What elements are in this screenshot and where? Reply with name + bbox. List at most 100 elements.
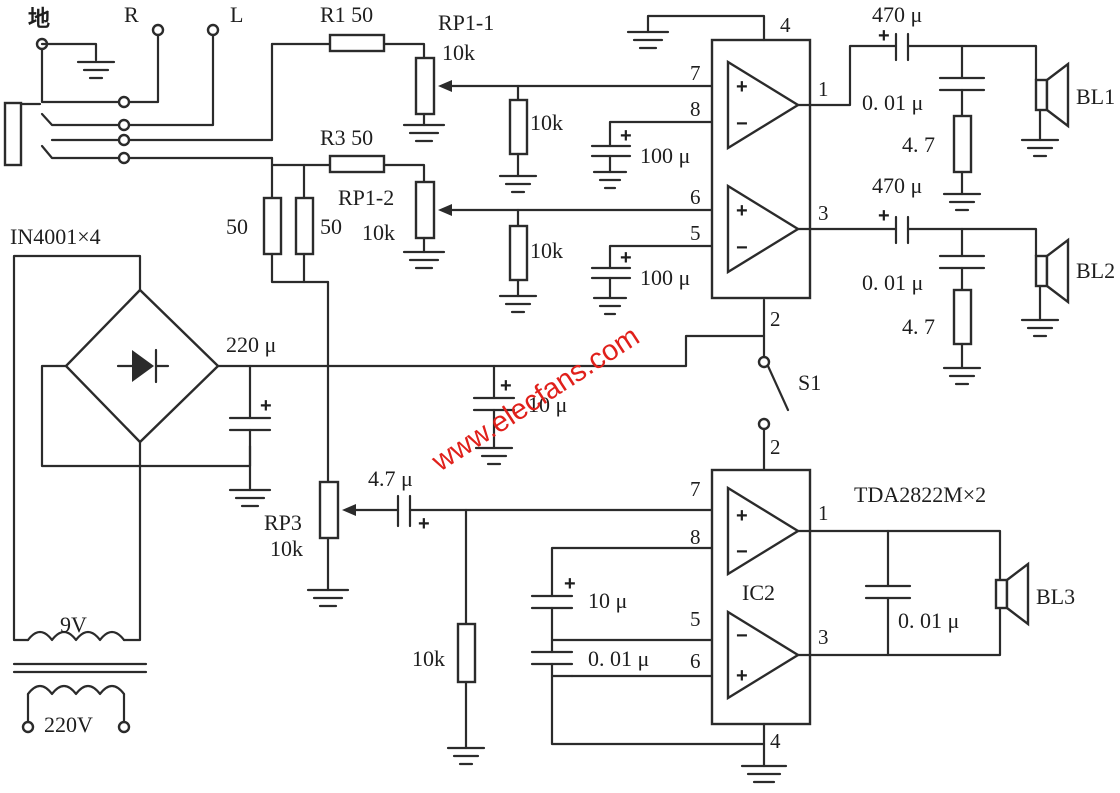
- resistor-50-a: [262, 196, 283, 256]
- ic2-pin-8: 8: [690, 525, 701, 549]
- label-cap-4-7u: 4.7 μ: [368, 466, 413, 491]
- ic2-amplifier: + − − +: [710, 468, 812, 726]
- speaker-bl1: [1034, 61, 1070, 129]
- label-resistor-50-a: 50: [226, 214, 248, 239]
- speaker-bl3: [994, 561, 1030, 627]
- ic2-pin-2: 2: [770, 435, 781, 459]
- label-cap-001-2: 0. 01 μ: [862, 270, 923, 295]
- label-r3: R3 50: [320, 125, 373, 150]
- svg-text:−: −: [736, 113, 748, 135]
- svg-text:−: −: [736, 541, 748, 563]
- label-cap-100u-1: 100 μ: [640, 143, 690, 168]
- jack-terminal-r: [151, 23, 165, 37]
- ic1-pin-7: 7: [690, 61, 701, 85]
- jack-terminal-l: [206, 23, 220, 37]
- label-jack-l: L: [230, 2, 243, 27]
- svg-text:+: +: [736, 76, 748, 98]
- svg-text:+: +: [620, 247, 632, 269]
- resistor-50-b: [294, 196, 315, 256]
- label-rp1-2-value: 10k: [362, 220, 395, 245]
- ic1-pin-1: 1: [818, 77, 829, 101]
- label-rp1-2: RP1-2: [338, 185, 394, 210]
- potentiometer-rp1-2: [414, 180, 436, 240]
- ic1-pin-4: 4: [780, 13, 791, 37]
- label-cap-10u-top: 10 μ: [528, 392, 567, 417]
- label-jack-r: R: [124, 2, 139, 27]
- speaker-bl2: [1034, 237, 1070, 305]
- svg-text:+: +: [418, 513, 430, 535]
- svg-text:+: +: [878, 25, 890, 47]
- resistor-10k-bottom: [456, 622, 477, 684]
- ic1-pin-5: 5: [690, 221, 701, 245]
- svg-text:+: +: [260, 395, 272, 417]
- label-cap-100u-2: 100 μ: [640, 265, 690, 290]
- label-resistor-4-7-1: 4. 7: [902, 132, 935, 157]
- resistor-4-7-2: [952, 288, 973, 346]
- ic2-pin-4: 4: [770, 729, 781, 753]
- resistor-r3: [328, 154, 386, 174]
- label-220v: 220V: [44, 712, 93, 737]
- svg-text:+: +: [878, 205, 890, 227]
- ic1-amplifier: + − + −: [710, 38, 812, 300]
- ic1-pin-3: 3: [818, 201, 829, 225]
- ic1-pin-2: 2: [770, 307, 781, 331]
- resistor-4-7-1: [952, 114, 973, 174]
- label-rp1-1-value: 10k: [442, 40, 475, 65]
- ic1-opamp-b: [726, 183, 801, 275]
- label-rp3-value: 10k: [270, 536, 303, 561]
- svg-text:+: +: [736, 505, 748, 527]
- label-ic2: IC2: [742, 580, 775, 605]
- resistor-r1: [328, 33, 386, 53]
- label-resistor-10k-bottom: 10k: [412, 646, 445, 671]
- label-cap-470u-1: 470 μ: [872, 2, 922, 27]
- label-cap-001-bl3: 0. 01 μ: [898, 608, 959, 633]
- ic2-pin-6: 6: [690, 649, 701, 673]
- transformer: [12, 630, 148, 734]
- watermark: www.elecfans.com: [426, 320, 646, 478]
- ic2-pin-7: 7: [690, 477, 701, 501]
- label-diodes: IN4001×4: [10, 224, 101, 249]
- jack-plug-body: [3, 101, 23, 167]
- label-cap-10u-bottom: 10 μ: [588, 588, 627, 613]
- label-bias-10k-1: 10k: [530, 110, 563, 135]
- label-ground-cn: 地: [28, 6, 50, 31]
- label-s1: S1: [798, 370, 821, 395]
- ic2-opamp-b: [726, 609, 801, 701]
- svg-text:+: +: [736, 665, 748, 687]
- resistor-bias-10k-2: [508, 224, 529, 282]
- label-rp1-1: RP1-1: [438, 10, 494, 35]
- label-resistor-50-b: 50: [320, 214, 342, 239]
- potentiometer-rp3: [318, 480, 340, 540]
- svg-text:+: +: [736, 200, 748, 222]
- input-jack: [3, 23, 274, 167]
- svg-text:−: −: [736, 625, 748, 647]
- label-bl1: BL1: [1076, 84, 1115, 109]
- svg-text:−: −: [736, 237, 748, 259]
- ic1-pin-6: 6: [690, 185, 701, 209]
- svg-text:+: +: [564, 573, 576, 595]
- label-cap-001-1: 0. 01 μ: [862, 90, 923, 115]
- label-bl3: BL3: [1036, 584, 1075, 609]
- label-r1: R1 50: [320, 2, 373, 27]
- svg-text:+: +: [500, 375, 512, 397]
- label-resistor-4-7-2: 4. 7: [902, 314, 935, 339]
- ic2-pin-3: 3: [818, 625, 829, 649]
- ic1-opamp-a: [726, 59, 801, 151]
- svg-text:+: +: [620, 125, 632, 147]
- label-cap-001-bottom: 0. 01 μ: [588, 646, 649, 671]
- ic1-pin-8: 8: [690, 97, 701, 121]
- label-rp3: RP3: [264, 510, 302, 535]
- label-9v: 9V: [60, 612, 87, 637]
- ic2-pin-5: 5: [690, 607, 701, 631]
- resistor-bias-10k-1: [508, 98, 529, 156]
- label-ic-type: TDA2822M×2: [854, 482, 986, 507]
- label-bl2: BL2: [1076, 258, 1115, 283]
- switch-s1-terminal-bottom: [757, 417, 771, 431]
- label-cap-470u-2: 470 μ: [872, 173, 922, 198]
- potentiometer-rp1-1: [414, 56, 436, 116]
- label-bias-10k-2: 10k: [530, 238, 563, 263]
- ic2-opamp-a: [726, 485, 801, 577]
- ic2-pin-1: 1: [818, 501, 829, 525]
- ic1-body: [710, 38, 812, 300]
